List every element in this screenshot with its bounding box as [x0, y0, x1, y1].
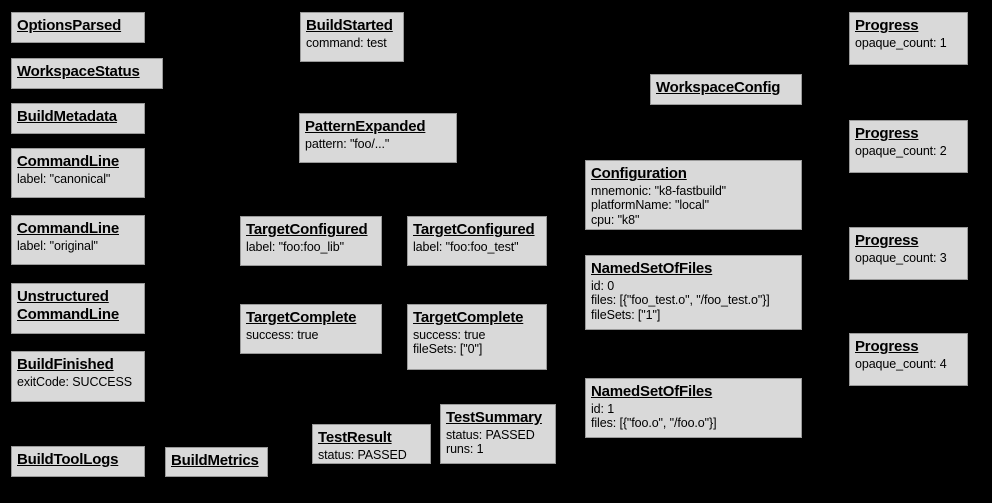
node-unstructured-command-line[interactable]: Unstructured CommandLine: [11, 283, 145, 334]
node-fields: status: PASSED runs: 1: [446, 427, 535, 457]
node-fields: id: 1 files: [{"foo.o", "/foo.o"}]: [591, 401, 717, 431]
node-fields: opaque_count: 4: [855, 356, 947, 371]
node-fields: status: PASSED: [318, 447, 407, 462]
node-title: Progress: [855, 17, 919, 34]
node-title: Unstructured CommandLine: [17, 288, 119, 323]
node-title: Progress: [855, 125, 919, 142]
node-title: BuildToolLogs: [17, 451, 119, 468]
node-title: TargetComplete: [413, 309, 524, 326]
node-workspace-config[interactable]: WorkspaceConfig: [650, 74, 802, 105]
node-fields: opaque_count: 1: [855, 35, 947, 50]
node-title: Progress: [855, 338, 919, 355]
node-title: BuildMetrics: [171, 452, 259, 469]
node-fields: command: test: [306, 35, 387, 50]
node-title: WorkspaceConfig: [656, 79, 781, 96]
node-title: TestResult: [318, 429, 392, 446]
node-title: TargetConfigured: [413, 221, 535, 238]
node-fields: exitCode: SUCCESS: [17, 374, 133, 389]
node-title: BuildStarted: [306, 17, 393, 34]
node-title: BuildFinished: [17, 356, 114, 373]
node-fields: label: "foo:foo_test": [413, 239, 519, 254]
node-fields: opaque_count: 3: [855, 250, 947, 265]
node-fields: pattern: "foo/...": [305, 136, 390, 151]
node-title: CommandLine: [17, 220, 119, 237]
node-title: TargetComplete: [246, 309, 357, 326]
node-title: PatternExpanded: [305, 118, 426, 135]
node-title: NamedSetOfFiles: [591, 383, 713, 400]
node-build-metrics[interactable]: BuildMetrics: [165, 447, 268, 477]
node-title: Progress: [855, 232, 919, 249]
node-title: NamedSetOfFiles: [591, 260, 713, 277]
node-title: WorkspaceStatus: [17, 63, 140, 80]
node-title: CommandLine: [17, 153, 119, 170]
node-title: BuildMetadata: [17, 108, 117, 125]
node-fields: label: "original": [17, 238, 98, 253]
node-fields: id: 0 files: [{"foo_test.o", "/foo_test.…: [591, 278, 770, 323]
node-fields: mnemonic: "k8-fastbuild" platformName: "…: [591, 183, 727, 228]
node-fields: label: "canonical": [17, 171, 111, 186]
node-build-metadata[interactable]: BuildMetadata: [11, 103, 145, 134]
node-title: OptionsParsed: [17, 17, 122, 34]
node-build-tool-logs[interactable]: BuildToolLogs: [11, 446, 145, 477]
node-title: Configuration: [591, 165, 687, 182]
node-title: TargetConfigured: [246, 221, 368, 238]
node-title: TestSummary: [446, 409, 542, 426]
node-fields: success: true fileSets: ["0"]: [413, 327, 486, 357]
node-fields: success: true: [246, 327, 319, 342]
node-workspace-status[interactable]: WorkspaceStatus: [11, 58, 163, 89]
node-options-parsed[interactable]: OptionsParsed: [11, 12, 145, 43]
node-fields: label: "foo:foo_lib": [246, 239, 344, 254]
node-fields: opaque_count: 2: [855, 143, 947, 158]
